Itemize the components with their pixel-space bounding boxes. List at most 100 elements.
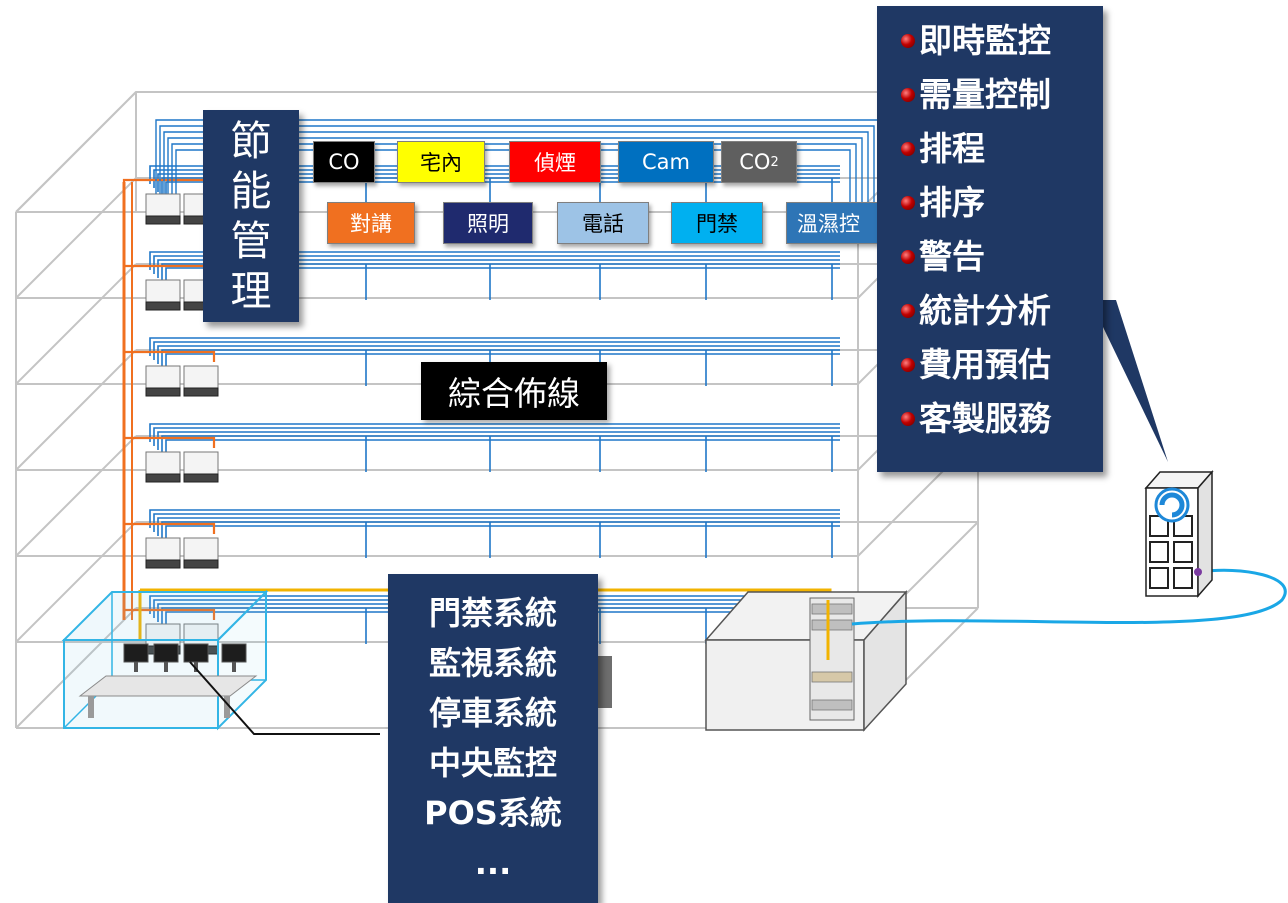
horizontal-cable: [161, 607, 840, 626]
system-item: 門禁系統: [428, 594, 557, 632]
horizontal-cable: [157, 431, 840, 450]
bullet-icon: [901, 196, 915, 210]
subsystem-tag: 溫濕控: [786, 202, 882, 244]
bullet-icon: [901, 88, 915, 102]
rack-shelf: [145, 215, 181, 225]
horizontal-cable: [153, 169, 840, 188]
horizontal-cable: [157, 259, 840, 278]
top-cable-bundle: [159, 125, 875, 218]
horizontal-cable: [161, 521, 840, 540]
feature-item-label: 排程: [919, 129, 985, 168]
monitor-stand: [194, 662, 198, 672]
horizontal-cable: [157, 603, 840, 622]
horizontal-cable: [161, 177, 840, 196]
feature-item-label: 警告: [919, 237, 985, 276]
control-room-desk: [61, 589, 269, 731]
monitor-icon: [183, 643, 209, 663]
feature-item-label: 客製服務: [919, 399, 1051, 438]
horizontal-cable: [165, 525, 840, 544]
rack-shelf: [183, 559, 219, 569]
floor-slab-left: [15, 177, 137, 299]
feature-item-label: 即時監控: [919, 21, 1051, 60]
floor-slab-left: [15, 91, 137, 213]
floor-slab-left: [15, 435, 137, 557]
feature-item-label: 費用預估: [919, 345, 1051, 384]
feature-item: 排序: [901, 176, 1103, 230]
feature-item-label: 需量控制: [919, 75, 1051, 114]
subsystem-tag: 門禁: [671, 202, 763, 244]
horizontal-cable: [161, 349, 840, 368]
horizontal-cable: [153, 427, 840, 446]
subscript: 2: [770, 154, 779, 170]
horizontal-cable: [165, 439, 840, 458]
horizontal-cable: [157, 517, 840, 536]
system-item: 中央監控: [428, 744, 557, 782]
horizontal-cable: [153, 513, 840, 532]
horizontal-cable: [153, 255, 840, 274]
monitor-stand: [232, 662, 236, 672]
energy-panel-char: 能: [230, 167, 272, 215]
horizontal-cable: [157, 173, 840, 192]
floor-slab-left: [15, 263, 137, 385]
bullet-icon: [901, 358, 915, 372]
monitor-icon: [123, 643, 149, 663]
energy-management-panel: 節 能 管 理: [203, 110, 299, 322]
horizontal-cable: [149, 165, 840, 184]
monitor-icon: [221, 643, 247, 663]
feature-item: 需量控制: [901, 68, 1103, 122]
feature-item-label: 排序: [919, 183, 985, 222]
top-cable-bundle: [163, 131, 869, 218]
horizontal-cable: [149, 595, 840, 614]
rack-shelf: [145, 559, 181, 569]
feature-item: 統計分析: [901, 284, 1103, 338]
bullet-icon: [901, 250, 915, 264]
equipment-room: [704, 590, 908, 732]
horizontal-cable: [149, 251, 840, 270]
bullet-icon: [901, 34, 915, 48]
server-link-line: [851, 568, 1287, 626]
rack-shelf: [145, 301, 181, 311]
rack-shelf: [145, 473, 181, 483]
system-item: POS系統: [424, 794, 562, 832]
energy-panel-char: 管: [230, 217, 272, 265]
monitor-stand: [164, 662, 168, 672]
subsystem-tag: 照明: [443, 202, 533, 244]
bullet-icon: [901, 304, 915, 318]
feature-item: 即時監控: [901, 14, 1103, 68]
rack-shelf: [183, 387, 219, 397]
subsystem-tag: 對講: [327, 202, 415, 244]
rack-shelf: [183, 473, 219, 483]
floor-slab-left: [15, 349, 137, 471]
horizontal-cable: [149, 509, 840, 528]
energy-panel-char: 節: [230, 117, 272, 165]
feature-item-label: 統計分析: [919, 291, 1051, 330]
subsystem-tag: 宅內: [397, 141, 485, 183]
system-item: 監視系統: [428, 644, 557, 682]
subsystem-tag: CO: [313, 141, 375, 183]
systems-list-panel: 門禁系統 監視系統 停車系統 中央監控 POS系統 ...: [388, 574, 598, 903]
bullet-icon: [901, 412, 915, 426]
subsystem-tag: Cam: [618, 141, 714, 183]
horizontal-cable: [149, 423, 840, 442]
energy-panel-char: 理: [230, 267, 272, 315]
feature-item: 排程: [901, 122, 1103, 176]
horizontal-cable: [153, 599, 840, 618]
horizontal-cable: [157, 345, 840, 364]
rack-shelf: [145, 387, 181, 397]
subsystem-tag: 偵煙: [509, 141, 601, 183]
floor-slab-left: [15, 521, 137, 643]
bullet-icon: [901, 142, 915, 156]
floor-slab-left: [15, 607, 137, 729]
feature-item: 客製服務: [901, 392, 1103, 446]
systems-leader-line: [189, 661, 380, 735]
horizontal-cable: [153, 341, 840, 360]
cabling-label: 綜合佈線: [421, 362, 607, 420]
top-cable-bundle: [167, 137, 863, 218]
monitor-icon: [153, 643, 179, 663]
horizontal-cable: [161, 263, 840, 282]
horizontal-cable: [149, 337, 840, 356]
subsystem-tag: 電話: [557, 202, 649, 244]
callout-tail: [1090, 300, 1168, 462]
horizontal-cable: [161, 435, 840, 454]
feature-list-panel: 即時監控 需量控制 排程 排序 警告 統計分析 費用預估 客製服務: [877, 6, 1103, 472]
